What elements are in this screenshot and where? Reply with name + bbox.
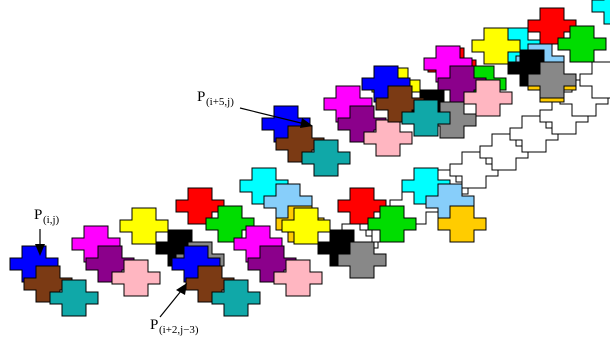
band-d-green-piece: [557, 25, 607, 63]
arrow-p-i5j: [239, 107, 306, 125]
band-d-pink-piece: [463, 79, 513, 117]
band-b-red-piece: [337, 187, 387, 225]
band-a-pink-piece: [111, 259, 161, 297]
label-p-i5j: P (i+5,j): [197, 89, 313, 128]
band-b-gray-piece: [337, 241, 387, 279]
arrow-p-i2j3: [159, 290, 182, 318]
outline-piece: [579, 61, 610, 99]
label-p-i2j3-main: P: [150, 317, 158, 333]
label-p-i2j3: P (i+2,j−3): [150, 283, 199, 336]
label-p-i5j-main: P: [197, 89, 205, 105]
band-d-red-piece: [527, 7, 577, 45]
band-b-teal-piece: [211, 279, 261, 317]
band-a-yellow-piece: [119, 207, 169, 245]
band-b-pink-piece: [273, 259, 323, 297]
band-b-green-piece: [367, 205, 417, 243]
label-p-ij-main: P: [34, 207, 42, 223]
band-c-pink-piece: [363, 119, 413, 157]
band-b-gold-piece: [437, 205, 487, 243]
colored-pieces: [9, 0, 610, 317]
band-d-yellow-piece: [471, 27, 521, 65]
label-p-ij-sub: (i,j): [43, 214, 60, 226]
band-c-teal-piece: [301, 139, 351, 177]
band-d-gray-piece: [527, 61, 577, 99]
band-b-yellow-piece: [281, 207, 331, 245]
arrowhead-p-i5j: [300, 118, 313, 128]
label-p-i2j3-sub: (i+2,j−3): [159, 324, 199, 336]
arrowhead-p-i2j3: [176, 283, 187, 295]
band-d-cyan-piece: [591, 0, 610, 25]
band-a-red-piece: [175, 187, 225, 225]
arrowhead-p-ij: [35, 244, 45, 256]
label-p-i5j-sub: (i+5,j): [206, 96, 234, 108]
band-a-green-piece: [205, 205, 255, 243]
band-a-teal-piece: [49, 279, 99, 317]
band-d-teal-piece: [401, 99, 451, 137]
label-p-ij: P (i,j): [34, 207, 60, 256]
